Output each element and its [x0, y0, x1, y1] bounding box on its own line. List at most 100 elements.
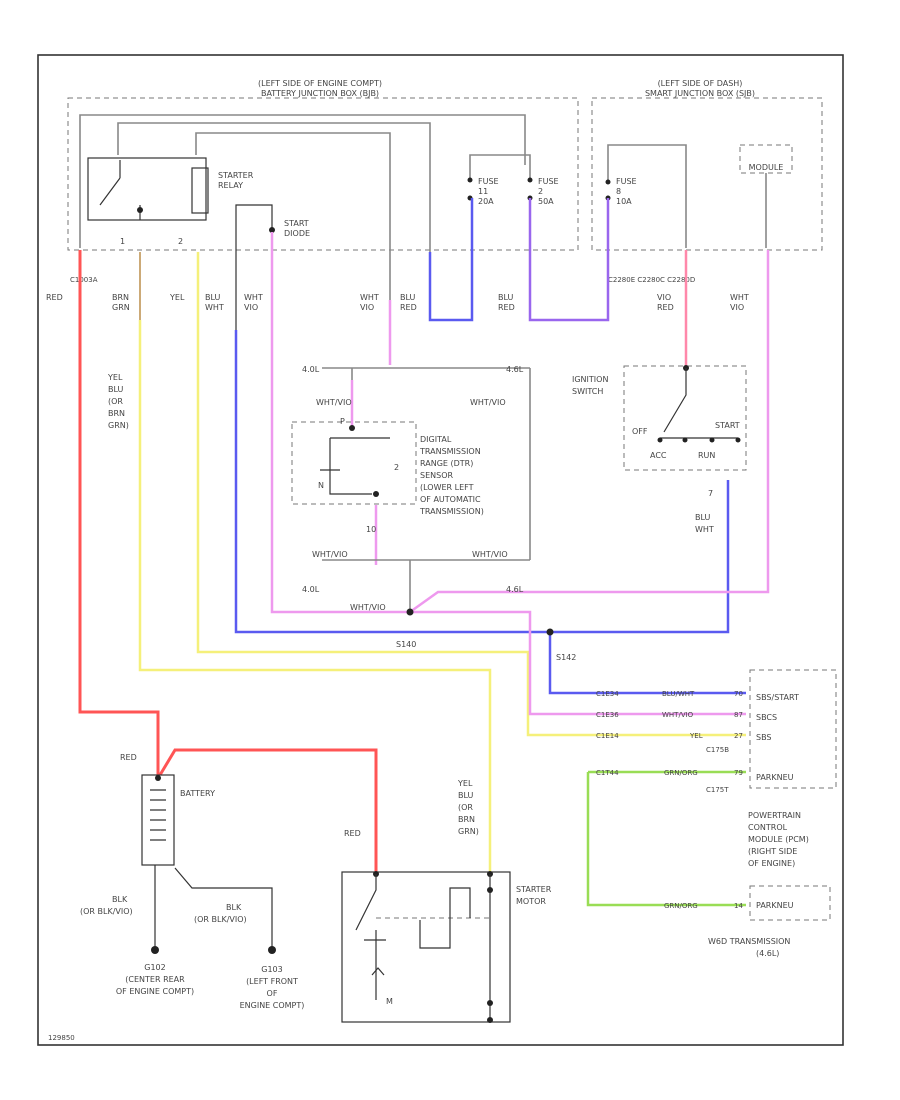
battery-gnd2-a: BLK: [226, 903, 242, 912]
splice-label-s142: S142: [556, 653, 576, 662]
pcm-pin-1: 70: [734, 690, 743, 698]
transmission-name-2: (4.6L): [756, 949, 779, 958]
starter-wire-label-3: (OR: [458, 803, 473, 812]
indicator-4-6l-2: 4.6L: [506, 585, 524, 594]
wire-label-blu-red-2a: BLU: [498, 293, 514, 302]
splice-label-wht-vio-center: WHT/VIO: [350, 603, 386, 612]
fuse-11-label-3: 20A: [478, 197, 494, 206]
splice-label-wht-vio-right: WHT/VIO: [470, 398, 506, 407]
wire-label-wht-vio-right-a: WHT: [730, 293, 749, 302]
wire-wht-vio-sjb: [409, 250, 770, 614]
pcm-name-3: MODULE (PCM): [748, 835, 809, 844]
dtr-pin-p: P: [340, 417, 345, 426]
bjb-bus-3: [195, 132, 391, 365]
starter-relay-box: [87, 157, 207, 221]
starter-motor-label-1: STARTER: [516, 885, 552, 894]
sjb-module-box: [739, 144, 793, 174]
starter-motor-solenoid: [419, 874, 491, 1020]
wire-label-vio-red-a: VIO: [657, 293, 671, 302]
battery-label: BATTERY: [180, 789, 215, 798]
ignition-switch-contact: [660, 368, 738, 439]
starter-wire-label-4: BRN: [458, 815, 475, 824]
pcm-conn-low: C175T: [706, 786, 729, 794]
transmission-name-1: W6D TRANSMISSION: [708, 937, 790, 946]
ground-g102-label-3: OF ENGINE COMPT): [116, 987, 194, 996]
sjb-title-line1: (LEFT SIDE OF DASH): [658, 79, 743, 88]
dtr-sensor-top-dot: [349, 425, 355, 431]
wire-alt-label-4: BRN: [108, 409, 125, 418]
wire-blu-red-2: [528, 198, 610, 322]
ignition-off-dot: [657, 437, 663, 443]
wire-yel-relay-pcm: [196, 252, 746, 737]
pcm-wire-2: WHT/VIO: [662, 711, 694, 719]
fuse-bus-sjb: [607, 144, 687, 248]
ground-g103-label-3: OF: [267, 989, 278, 998]
starter-relay-label-2: RELAY: [218, 181, 243, 190]
wire-label-yel: YEL: [169, 293, 185, 302]
ignition-pos-start: START: [715, 421, 740, 430]
pcm-pin-2: 87: [734, 711, 743, 719]
wire-label-wht-3: WHT: [360, 293, 379, 302]
dtr-label-5: (LOWER LEFT: [420, 483, 474, 492]
battery-gnd1-a: BLK: [112, 895, 128, 904]
indicator-4-6l: 4.6L: [506, 365, 524, 374]
wire-alt-label-5: GRN): [108, 421, 129, 430]
battery-gnd1-b: (OR BLK/VIO): [80, 907, 133, 916]
relay-pin-2: 2: [178, 237, 183, 246]
starter-relay-label-1: STARTER: [218, 171, 254, 180]
starter-motor-m: M: [386, 997, 393, 1006]
transmission-wire: GRN/ORG: [664, 902, 698, 910]
bjb-title-line2: BATTERY JUNCTION BOX (BJB): [261, 89, 379, 98]
pcm-wire-1: BLU/WHT: [662, 690, 695, 698]
fuse-8-label-3: 10A: [616, 197, 632, 206]
pcm-item-2: SBCS: [756, 713, 777, 722]
start-diode-label-1: START: [284, 219, 309, 228]
ignition-acc-dot: [682, 437, 688, 443]
fuse-2-top-dot: [527, 177, 533, 183]
starter-motor-terminal-dot: [487, 887, 493, 893]
dtr-pin-2: 2: [394, 463, 399, 472]
pcm-item-1: SBS/START: [756, 693, 799, 702]
connector-c1003a: C1003A: [70, 276, 98, 284]
dtr-label-3: RANGE (DTR): [420, 459, 473, 468]
fuse-8-top-dot: [605, 179, 611, 185]
ground-g102-label-2: (CENTER REAR: [125, 975, 185, 984]
dtr-pin-10: 10: [366, 525, 376, 534]
ignition-pos-acc: ACC: [650, 451, 667, 460]
ignition-start-dot: [735, 437, 741, 443]
wire-label-blu: BLU: [205, 293, 221, 302]
wire-yel-blu-alt: [138, 320, 492, 872]
bjb-box: [67, 97, 579, 251]
starter-wire-label-1: YEL: [457, 779, 473, 788]
transmission-pin: 14: [734, 902, 743, 910]
pcm-name-5: OF ENGINE): [748, 859, 795, 868]
pcm-box: [749, 669, 837, 789]
pcm-conn-2: C1E36: [596, 711, 619, 719]
wire-blu-wht: [234, 330, 730, 634]
dtr-sensor-bottom-dot: [373, 491, 379, 497]
pcm-conn-4: C1T44: [596, 769, 619, 777]
pcm-item-4: PARKNEU: [756, 773, 794, 782]
ignition-pos-run: RUN: [698, 451, 715, 460]
pcm-conn-1: C1E34: [596, 690, 619, 698]
starter-relay-coil: [191, 167, 209, 214]
wire-label-blu-red-1a: BLU: [400, 293, 416, 302]
battery-positive-dot: [155, 775, 161, 781]
battery-cells: [150, 789, 166, 841]
pcm-pin-3: 27: [734, 732, 743, 740]
splice-label-wht-vio-left: WHT/VIO: [316, 398, 352, 407]
transmission-parkneu: PARKNEU: [756, 901, 794, 910]
starter-wire-label-5: GRN): [458, 827, 479, 836]
starter-motor-ground-dot-1: [487, 1000, 493, 1006]
start-diode-label-2: DIODE: [284, 229, 310, 238]
ignition-switch-box: [623, 365, 747, 471]
dtr-wire-bottom-left: WHT/VIO: [312, 550, 348, 559]
sjb-module-label: MODULE: [749, 163, 784, 172]
bjb-title-line1: (LEFT SIDE OF ENGINE COMPT): [258, 79, 382, 88]
splice-label-s140: S140: [396, 640, 416, 649]
indicator-4-0l: 4.0L: [302, 365, 320, 374]
wire-label-red: RED: [46, 293, 63, 302]
fuse-bus-bjb: [469, 154, 531, 178]
wire-label-blu-red-1b: RED: [400, 303, 417, 312]
